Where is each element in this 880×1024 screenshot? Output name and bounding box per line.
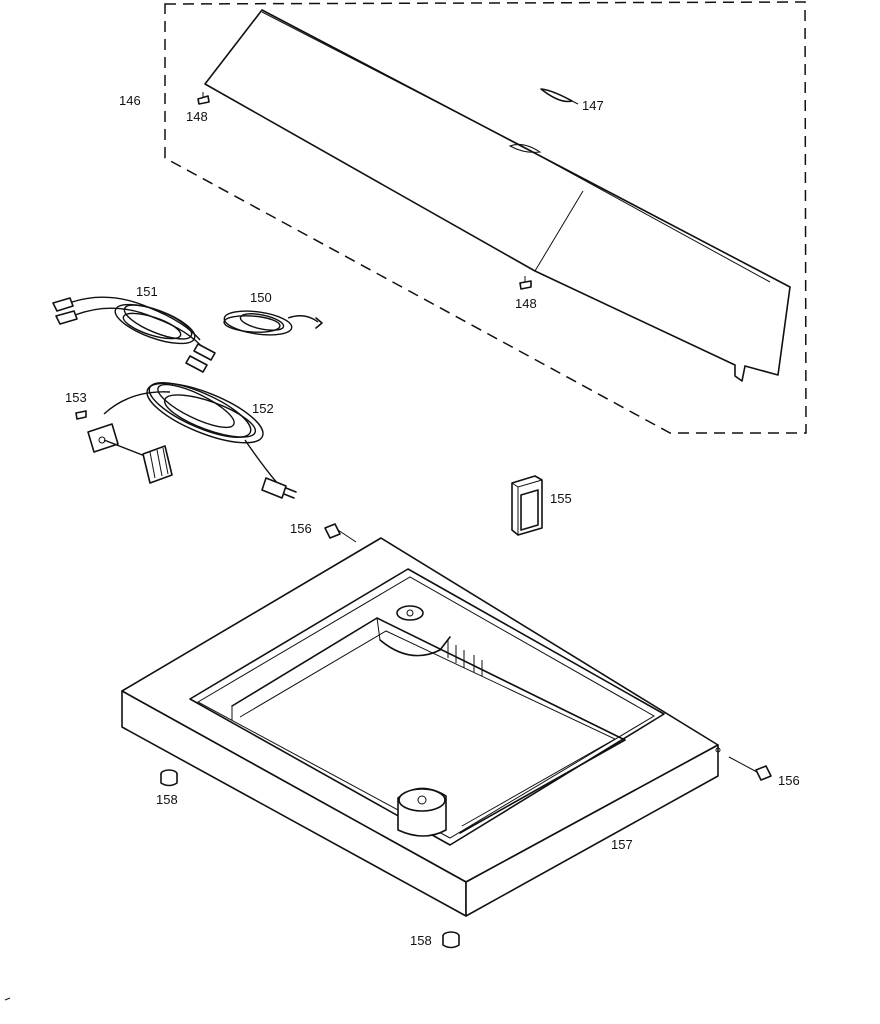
label-146: 146: [119, 93, 141, 108]
label-158-left: 158: [156, 792, 178, 807]
label-156-right: 156: [778, 773, 800, 788]
foot-158-bottom: [442, 931, 460, 949]
stylus-155: [511, 475, 543, 536]
screw-148-upper: [197, 92, 210, 105]
dust-cover-group-boundary: [164, 1, 807, 434]
base-cabinet-157: [121, 537, 721, 917]
screw-156-right: [728, 756, 772, 781]
label-156-upper: 156: [290, 521, 312, 536]
screw-156-upper: [324, 523, 357, 543]
label-148-upper: 148: [186, 109, 208, 124]
rca-cable-151: [52, 296, 216, 373]
dust-cover: [204, 9, 791, 382]
label-157: 157: [611, 837, 633, 852]
ground-wire-150: [223, 310, 323, 336]
label-151: 151: [136, 284, 158, 299]
label-155: 155: [550, 491, 572, 506]
label-153: 153: [65, 390, 87, 405]
power-cord-152: [103, 382, 297, 499]
label-150: 150: [250, 290, 272, 305]
label-148-lower: 148: [515, 296, 537, 311]
terminal-plate-153: [75, 410, 173, 484]
label-152: 152: [252, 401, 274, 416]
badge-147: [540, 88, 579, 105]
label-158-bottom: 158: [410, 933, 432, 948]
foot-158-left: [160, 769, 178, 787]
label-147: 147: [582, 98, 604, 113]
screw-148-lower: [519, 276, 532, 290]
